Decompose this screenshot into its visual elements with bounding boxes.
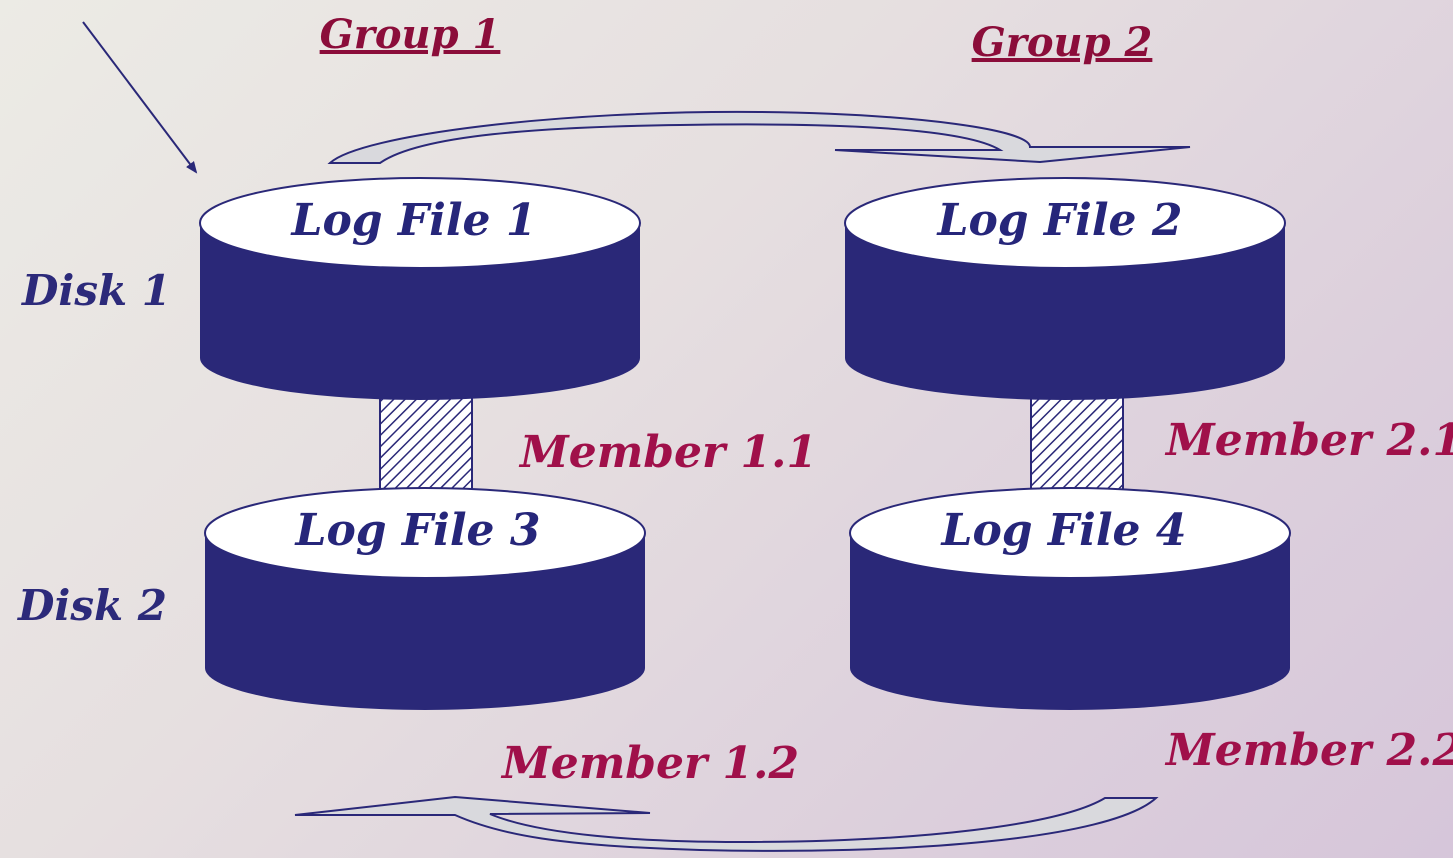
group-title-2: Group 2	[972, 19, 1153, 66]
cylinder-log-file-2	[844, 177, 1286, 400]
disk-label-1: Disk 1	[21, 266, 171, 315]
curved-arrow-top	[327, 110, 1191, 164]
member-label-2-2: Member 2.2	[1164, 725, 1453, 776]
pointer-arrow	[82, 21, 198, 174]
curved-arrow-bottom	[294, 795, 1159, 852]
log-file-label-2: Log File 2	[936, 195, 1183, 246]
cylinder-log-file-1	[199, 177, 641, 400]
log-file-label-3: Log File 3	[294, 505, 541, 556]
cylinder-log-file-3	[204, 487, 646, 710]
member-label-1-2: Member 1.2	[500, 738, 799, 789]
member-label-1-1: Member 1.1	[518, 427, 817, 478]
disk-label-2: Disk 2	[17, 581, 167, 630]
member-connector-2	[1030, 391, 1124, 493]
cylinder-log-file-4	[849, 487, 1291, 710]
log-file-label-4: Log File 4	[940, 505, 1187, 556]
log-file-label-1: Log File 1	[290, 195, 537, 246]
member-label-2-1: Member 2.1	[1164, 415, 1453, 466]
group-title-1: Group 1	[320, 11, 501, 58]
member-connector-1	[379, 391, 473, 493]
